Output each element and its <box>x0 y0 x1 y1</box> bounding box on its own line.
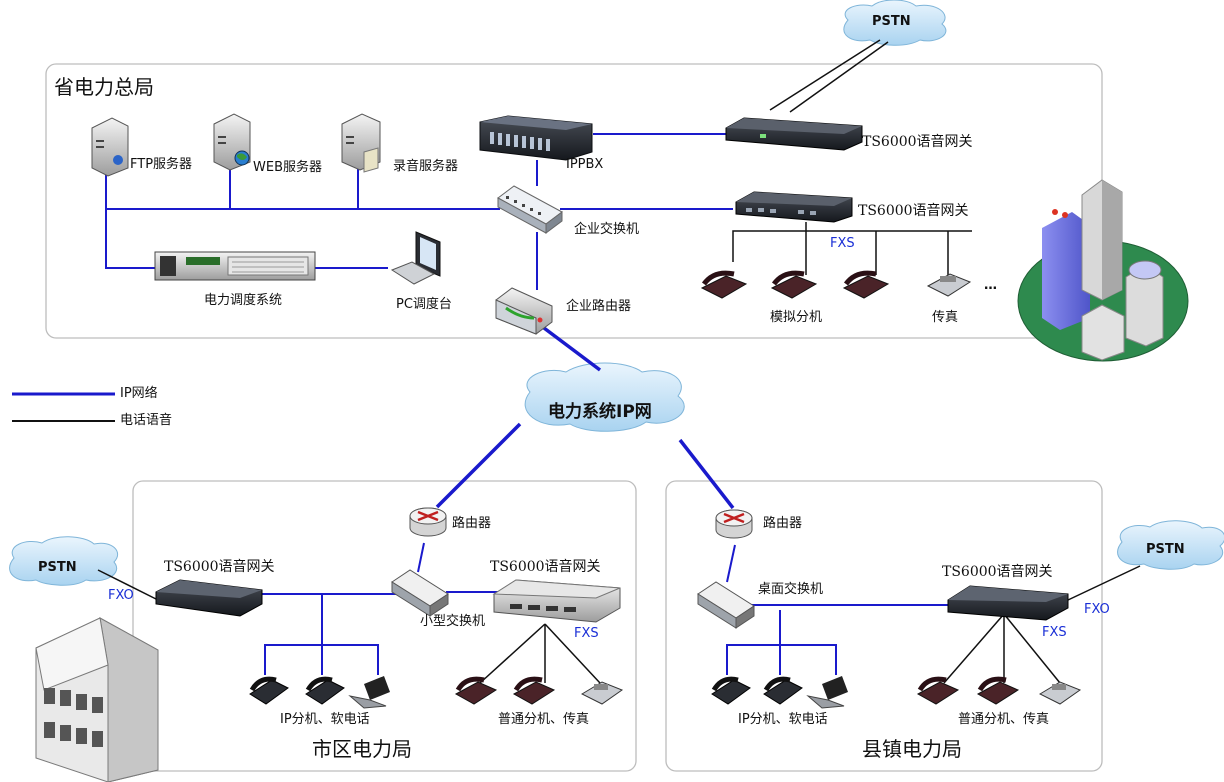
legend-ip-label: IP网络 <box>120 386 158 401</box>
pc-console-label: PC调度台 <box>396 297 452 312</box>
laptop-softphone-icon <box>348 676 390 709</box>
county-frame <box>665 480 1103 772</box>
web-server-icon <box>213 113 251 171</box>
voice-lines <box>97 39 1141 684</box>
county-switch-label: 桌面交换机 <box>758 582 824 597</box>
city-small-switch-icon <box>391 569 449 617</box>
gateway-top-label: TS6000语音网关 <box>862 134 973 150</box>
ip-phone-icon <box>711 676 751 705</box>
county-fxs-label: FXS <box>1042 625 1067 640</box>
analog-phone-icon <box>454 676 498 705</box>
pstn-label-top: PSTN <box>872 14 911 29</box>
analog-phone-icon <box>976 676 1020 705</box>
county-gateway-icon <box>947 585 1069 621</box>
city-fxo-label: FXO <box>108 588 134 603</box>
province-region-title: 省电力总局 <box>54 75 154 99</box>
fax-icon <box>1038 681 1082 705</box>
analog-phone-icon <box>842 270 890 299</box>
dispatch-system-icon <box>154 251 316 281</box>
analog-phone-icon <box>916 676 960 705</box>
ip-phone-icon <box>305 676 345 705</box>
county-router-icon <box>715 509 753 539</box>
county-normal-phones-label: 普通分机、传真 <box>958 712 1050 727</box>
city-gateway-left-icon <box>155 579 263 617</box>
pstn-label-city: PSTN <box>38 560 77 575</box>
more-devices-ellipsis: … <box>984 278 997 293</box>
dispatch-system-label: 电力调度系统 <box>204 293 283 308</box>
gateway-fxs-label: TS6000语音网关 <box>858 203 969 219</box>
county-ip-phones-label: IP分机、软电话 <box>738 712 828 727</box>
laptop-softphone-icon <box>806 676 848 709</box>
enterprise-switch-label: 企业交换机 <box>574 222 640 237</box>
city-normal-phones-label: 普通分机、传真 <box>498 712 590 727</box>
fax-icon <box>580 681 624 705</box>
pstn-cloud-city <box>9 536 119 586</box>
web-server-label: WEB服务器 <box>253 160 322 175</box>
ip-phone-icon <box>763 676 803 705</box>
ippbx-icon <box>479 115 593 161</box>
enterprise-switch-icon <box>497 185 563 234</box>
fax-icon <box>926 273 972 297</box>
city-fxs-fan <box>479 623 601 684</box>
city-switch-label: 小型交换机 <box>420 614 486 629</box>
ippbx-label: IPPBX <box>566 157 604 172</box>
pstn-cloud-county <box>1117 520 1224 570</box>
county-gateway-label: TS6000语音网关 <box>942 564 1053 580</box>
enterprise-router-icon <box>495 287 553 335</box>
analog-phone-icon <box>770 270 818 299</box>
ts6000-gateway-top-icon <box>725 117 863 151</box>
ftp-server-label: FTP服务器 <box>130 157 193 172</box>
ip-network-lines <box>105 133 950 675</box>
city-region-title: 市区电力局 <box>312 737 412 761</box>
analog-phone-icon <box>512 676 556 705</box>
enterprise-router-label: 企业路由器 <box>566 299 632 314</box>
recording-server-label: 录音服务器 <box>393 159 459 174</box>
power-ip-cloud <box>524 362 685 432</box>
pc-console-icon <box>390 231 441 285</box>
recording-server-icon <box>341 113 381 173</box>
pstn-cloud-top <box>843 0 947 46</box>
city-gateway-right-label: TS6000语音网关 <box>490 559 601 575</box>
campus-building-illustration <box>1017 179 1189 362</box>
city-router-label: 路由器 <box>452 516 492 531</box>
fax-label: 传真 <box>932 310 959 325</box>
analog-extension-label: 模拟分机 <box>770 310 823 325</box>
county-desktop-switch-icon <box>697 581 755 629</box>
county-fxs-fan <box>943 613 1061 684</box>
city-gateway-left-label: TS6000语音网关 <box>164 559 275 575</box>
ts6000-gateway-fxs-icon <box>735 191 853 223</box>
ftp-server-icon <box>91 117 129 177</box>
city-ip-phones-label: IP分机、软电话 <box>280 712 370 727</box>
county-router-label: 路由器 <box>763 516 803 531</box>
ip-phone-icon <box>249 676 289 705</box>
power-ip-cloud-label: 电力系统IP网 <box>548 402 652 422</box>
legend-voice-label: 电话语音 <box>120 413 173 428</box>
province-fxs-label: FXS <box>830 236 855 251</box>
analog-phone-icon <box>700 270 748 299</box>
county-fxo-label: FXO <box>1084 602 1110 617</box>
city-frame <box>132 480 637 772</box>
city-fxs-label: FXS <box>574 626 599 641</box>
county-region-title: 县镇电力局 <box>862 737 962 761</box>
city-gateway-right-icon <box>492 579 621 623</box>
city-router-icon <box>409 507 447 537</box>
pstn-label-county: PSTN <box>1146 542 1185 557</box>
office-building-illustration <box>35 617 159 782</box>
